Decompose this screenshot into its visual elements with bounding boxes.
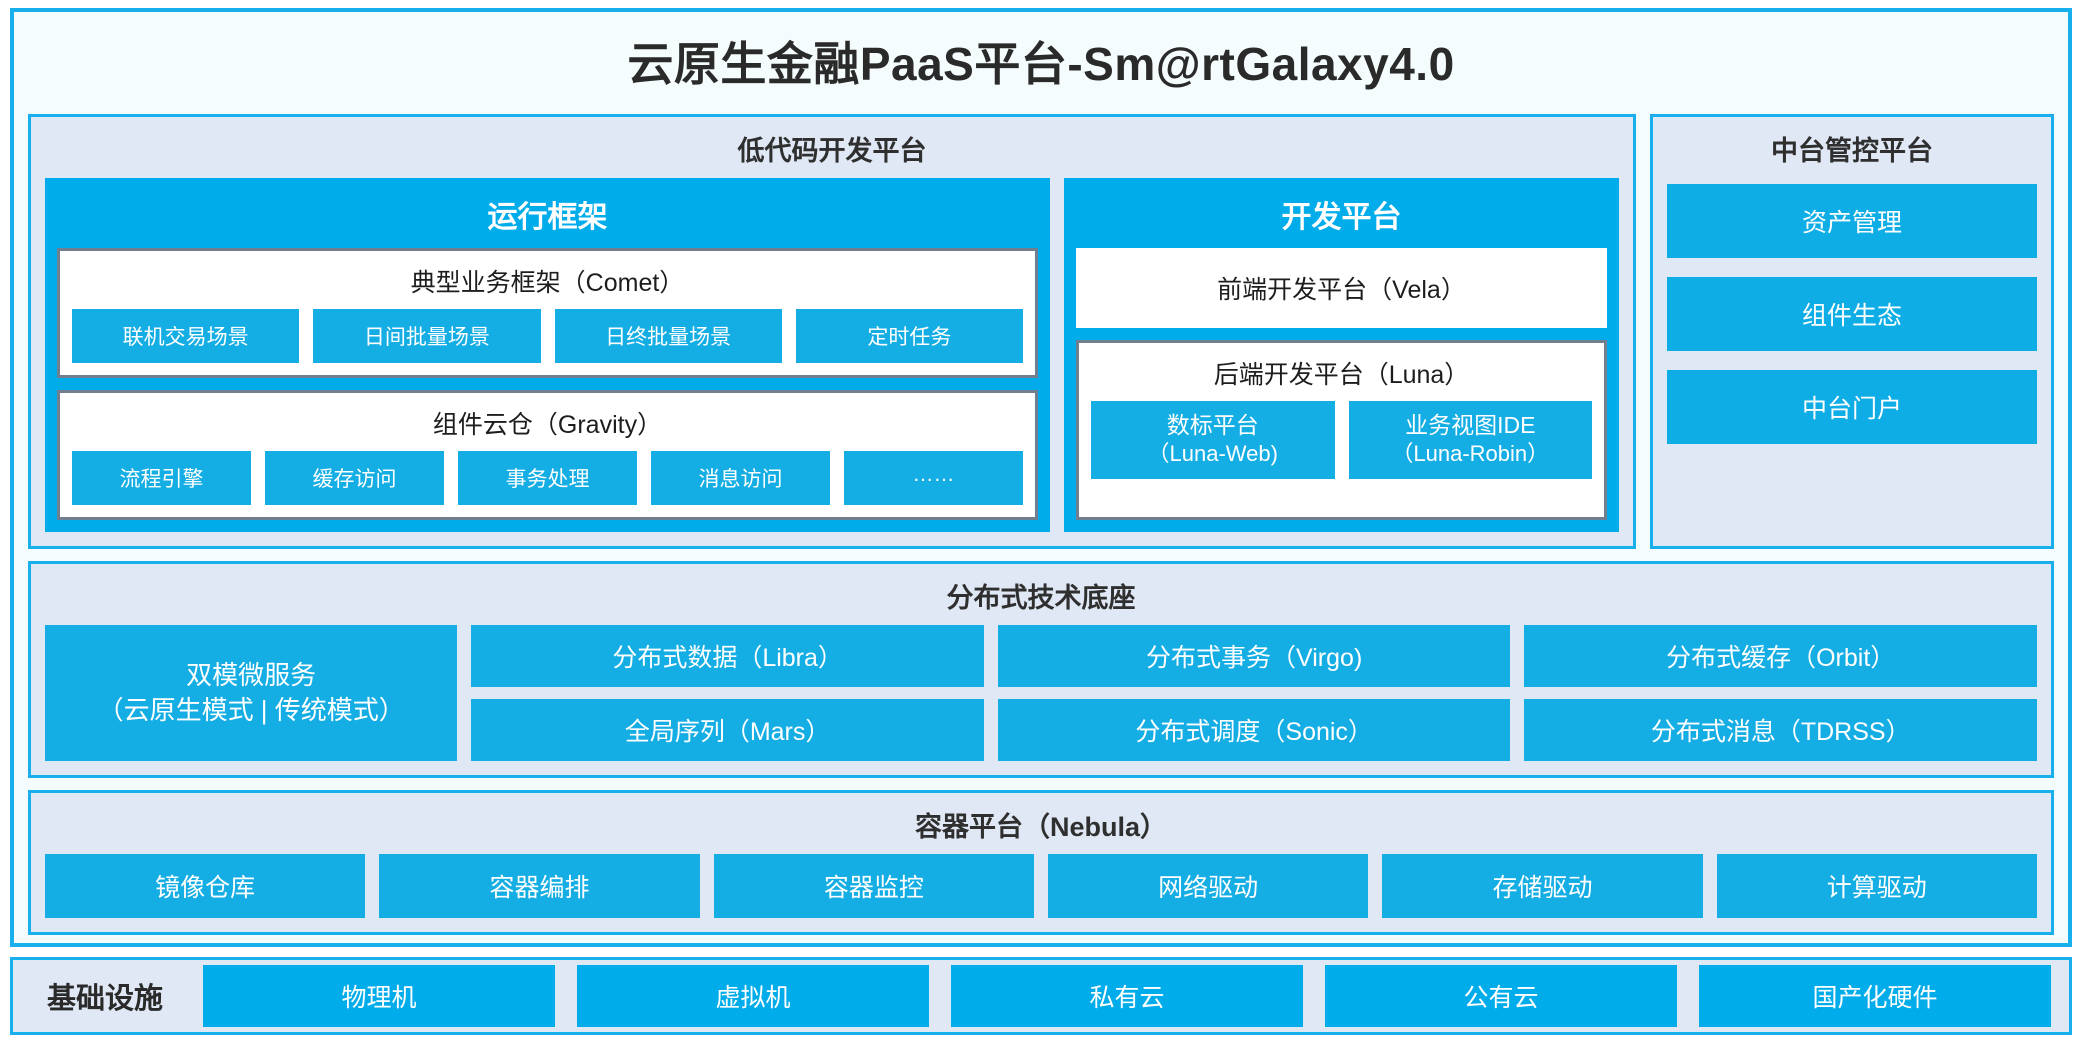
runtime-framework-card: 运行框架 典型业务框架（Comet） 联机交易场景 日间批量场景 日终批量场景 … <box>45 178 1050 532</box>
distributed-base-title: 分布式技术底座 <box>946 583 1136 613</box>
infrastructure-chip[interactable]: 公有云 <box>1325 965 1678 1027</box>
container-chip[interactable]: 计算驱动 <box>1716 854 2037 918</box>
infrastructure-panel: 基础设施 物理机 虚拟机 私有云 公有云 国产化硬件 <box>10 957 2072 1035</box>
luna-web-code: （Luna-Web) <box>1147 440 1278 466</box>
dual-mode-line2: （云原生模式 | 传统模式） <box>97 695 405 725</box>
luna-web-name: 数标平台 <box>1166 412 1259 438</box>
container-chip[interactable]: 容器编排 <box>379 854 700 918</box>
gravity-chip-row: 流程引擎 缓存访问 事务处理 消息访问 …… <box>72 451 1023 505</box>
libra-chip[interactable]: 分布式数据（Libra） <box>471 625 984 687</box>
sonic-chip[interactable]: 分布式调度（Sonic） <box>997 699 1511 761</box>
distributed-column-3: 分布式缓存（Orbit） 分布式消息（TDRSS） <box>1524 625 2037 761</box>
gravity-chip[interactable]: 消息访问 <box>651 451 830 505</box>
dual-mode-microservice-chip[interactable]: 双模微服务 （云原生模式 | 传统模式） <box>45 625 458 761</box>
development-platform-card: 开发平台 前端开发平台（Vela） 后端开发平台（Luna） 数标平台 （Lun… <box>1064 178 1619 532</box>
comet-chip[interactable]: 日间批量场景 <box>313 309 541 363</box>
container-chip[interactable]: 存储驱动 <box>1382 854 1703 918</box>
development-platform-title: 开发平台 <box>1281 201 1402 234</box>
infrastructure-chip[interactable]: 国产化硬件 <box>1699 965 2052 1027</box>
luna-title: 后端开发平台（Luna） <box>1213 361 1470 389</box>
container-chip[interactable]: 镜像仓库 <box>45 854 366 918</box>
infrastructure-chip[interactable]: 虚拟机 <box>577 965 930 1027</box>
comet-box: 典型业务框架（Comet） 联机交易场景 日间批量场景 日终批量场景 定时任务 <box>57 248 1038 378</box>
luna-robin-chip[interactable]: 业务视图IDE （Luna-Robin） <box>1348 401 1592 480</box>
frame-body: 低代码开发平台 运行框架 典型业务框架（Comet） 联机交易场景 日间批量场景… <box>14 114 2068 943</box>
gravity-chip[interactable]: 流程引擎 <box>72 451 251 505</box>
distributed-column-1: 分布式数据（Libra） 全局序列（Mars） <box>471 625 984 761</box>
distributed-base-body: 双模微服务 （云原生模式 | 传统模式） 分布式数据（Libra） 全局序列（M… <box>31 625 2051 775</box>
comet-chip[interactable]: 联机交易场景 <box>72 309 300 363</box>
runtime-framework-title: 运行框架 <box>487 201 608 234</box>
page-title: 云原生金融PaaS平台-Sm@rtGalaxy4.0 <box>627 38 1455 90</box>
container-platform-title: 容器平台（Nebula） <box>914 812 1168 842</box>
comet-chip[interactable]: 定时任务 <box>795 309 1023 363</box>
gravity-chip[interactable]: 事务处理 <box>458 451 637 505</box>
container-platform-panel: 容器平台（Nebula） 镜像仓库 容器编排 容器监控 网络驱动 存储驱动 计算… <box>28 790 2054 935</box>
infrastructure-label: 基础设施 <box>47 983 164 1015</box>
luna-web-chip[interactable]: 数标平台 （Luna-Web) <box>1091 401 1335 480</box>
lowcode-platform-panel: 低代码开发平台 运行框架 典型业务框架（Comet） 联机交易场景 日间批量场景… <box>28 114 1636 549</box>
gravity-chip[interactable]: 缓存访问 <box>265 451 444 505</box>
infrastructure-chip[interactable]: 物理机 <box>203 965 556 1027</box>
distributed-column-2: 分布式事务（Virgo) 分布式调度（Sonic） <box>997 625 1511 761</box>
vela-box[interactable]: 前端开发平台（Vela） <box>1076 248 1607 328</box>
mid-platform-chip[interactable]: 组件生态 <box>1667 277 2037 351</box>
tdrss-chip[interactable]: 分布式消息（TDRSS） <box>1524 699 2037 761</box>
mid-platform-chip[interactable]: 资产管理 <box>1667 184 2037 258</box>
comet-chip[interactable]: 日终批量场景 <box>554 309 782 363</box>
mid-platform-panel: 中台管控平台 资产管理 组件生态 中台门户 <box>1650 114 2054 549</box>
container-chip[interactable]: 容器监控 <box>713 854 1034 918</box>
mars-chip[interactable]: 全局序列（Mars） <box>471 699 984 761</box>
luna-robin-name: 业务视图IDE <box>1405 412 1536 438</box>
virgo-chip[interactable]: 分布式事务（Virgo) <box>997 625 1511 687</box>
gravity-box: 组件云仓（Gravity） 流程引擎 缓存访问 事务处理 消息访问 …… <box>57 390 1038 520</box>
luna-robin-code: （Luna-Robin） <box>1391 440 1550 466</box>
mid-platform-chip[interactable]: 中台门户 <box>1667 370 2037 444</box>
orbit-chip[interactable]: 分布式缓存（Orbit） <box>1524 625 2037 687</box>
lowcode-platform-body: 运行框架 典型业务框架（Comet） 联机交易场景 日间批量场景 日终批量场景 … <box>31 178 1633 546</box>
upper-row: 低代码开发平台 运行框架 典型业务框架（Comet） 联机交易场景 日间批量场景… <box>28 114 2054 549</box>
container-platform-body: 镜像仓库 容器编排 容器监控 网络驱动 存储驱动 计算驱动 <box>31 854 2051 932</box>
infrastructure-chip[interactable]: 私有云 <box>951 965 1304 1027</box>
dual-mode-line1: 双模微服务 <box>186 659 317 690</box>
distributed-base-panel: 分布式技术底座 双模微服务 （云原生模式 | 传统模式） 分布式数据（Libra… <box>28 561 2054 778</box>
mid-platform-title: 中台管控平台 <box>1771 136 1933 166</box>
mid-platform-body: 资产管理 组件生态 中台门户 <box>1653 178 2051 546</box>
gravity-title: 组件云仓（Gravity） <box>432 411 663 439</box>
luna-box: 后端开发平台（Luna） 数标平台 （Luna-Web) 业务视图IDE （Lu… <box>1076 340 1607 520</box>
gravity-chip-more[interactable]: …… <box>844 451 1023 505</box>
platform-main-frame: 云原生金融PaaS平台-Sm@rtGalaxy4.0 低代码开发平台 运行框架 … <box>10 8 2072 947</box>
lowcode-platform-title: 低代码开发平台 <box>737 136 927 166</box>
comet-chip-row: 联机交易场景 日间批量场景 日终批量场景 定时任务 <box>72 309 1023 363</box>
container-chip[interactable]: 网络驱动 <box>1047 854 1369 918</box>
luna-chip-row: 数标平台 （Luna-Web) 业务视图IDE （Luna-Robin） <box>1091 401 1592 480</box>
comet-title: 典型业务框架（Comet） <box>410 269 685 297</box>
